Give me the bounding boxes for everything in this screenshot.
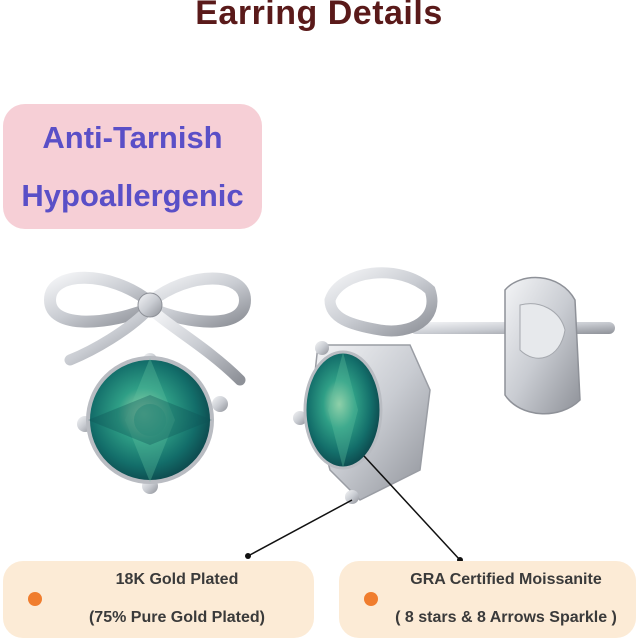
earring-front-view xyxy=(44,271,251,494)
spec-card-moissanite: GRA Certified Moissanite ( 8 stars & 8 A… xyxy=(339,561,636,638)
orange-dot-icon xyxy=(364,592,378,606)
feature-hypoallergenic: Hypoallergenic xyxy=(21,178,244,213)
earring-product-image xyxy=(44,267,615,504)
feature-anti-tarnish: Anti-Tarnish xyxy=(42,120,223,155)
spec-title: GRA Certified Moissanite xyxy=(410,571,602,588)
earring-side-view xyxy=(293,267,615,504)
spec-title: 18K Gold Plated xyxy=(115,571,239,588)
orange-dot-icon xyxy=(28,592,42,606)
features-badge: Anti-Tarnish Hypoallergenic xyxy=(3,104,262,229)
page-title: Earring Details xyxy=(195,0,443,32)
spec-subtitle: ( 8 stars & 8 Arrows Sparkle ) xyxy=(395,609,617,626)
spec-subtitle: (75% Pure Gold Plated) xyxy=(88,609,266,626)
spec-card-gold-plated: 18K Gold Plated (75% Pure Gold Plated) xyxy=(3,561,314,638)
